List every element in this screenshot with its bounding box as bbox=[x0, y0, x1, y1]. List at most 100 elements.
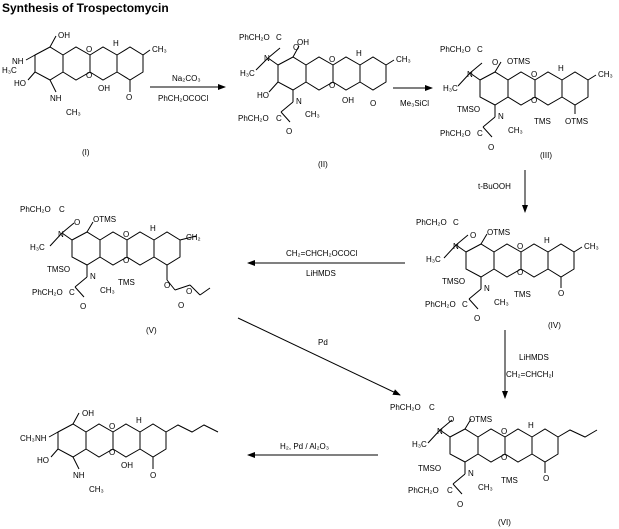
II-cbz-top: PhCH₂O bbox=[239, 33, 270, 42]
label-compound-I: (I) bbox=[82, 148, 90, 157]
II-oh-top: OH bbox=[297, 38, 309, 47]
II-h: H bbox=[356, 49, 362, 58]
reagent-step2: Me₃SiCl bbox=[400, 99, 429, 108]
VI-c-top: C bbox=[429, 403, 435, 412]
IV-ch3-bot: CH₃ bbox=[494, 298, 509, 307]
VI-tmso: TMSO bbox=[418, 464, 441, 473]
V-ch3-bot: CH₃ bbox=[100, 286, 115, 295]
I-h: H bbox=[113, 39, 119, 48]
I-o1: O bbox=[86, 45, 92, 54]
IV-o2: O bbox=[517, 268, 523, 277]
III-o1: O bbox=[531, 70, 537, 79]
arrow-step5 bbox=[237, 317, 401, 396]
reagent-step4-bottom: LiHMDS bbox=[306, 269, 336, 278]
III-c-bot: C bbox=[477, 129, 483, 138]
reagent-step6-top: LiHMDS bbox=[519, 353, 549, 362]
III-otms-bot: OTMS bbox=[565, 117, 588, 126]
IV-cbz-bot: PhCH₂O bbox=[425, 300, 456, 309]
V-cbz-top: PhCH₂O bbox=[20, 205, 51, 214]
IV-o-keto: O bbox=[558, 289, 564, 298]
II-o-bot: O bbox=[286, 127, 292, 136]
VI-o1: O bbox=[501, 427, 507, 436]
scheme-title: Synthesis of Trospectomycin bbox=[2, 1, 169, 15]
P-ch3-left: CH₃ bbox=[20, 434, 35, 443]
label-compound-VI: (VI) bbox=[498, 518, 511, 527]
III-cbz-bot: PhCH₂O bbox=[440, 129, 471, 138]
P-nh: NH bbox=[35, 434, 47, 443]
compound-VI: PhCH₂O C O OTMS N H₃C TMSO N CH₃ PhCH₂O … bbox=[390, 403, 598, 527]
IV-c-top: C bbox=[453, 218, 459, 227]
V-o-top: O bbox=[74, 218, 80, 227]
VI-o-keto: O bbox=[543, 474, 549, 483]
II-ho: HO bbox=[257, 91, 269, 100]
compound-V: PhCH₂O C O OTMS N H₃C TMSO N CH₃ PhCH₂O … bbox=[20, 205, 211, 335]
IV-h3c: H₃C bbox=[426, 255, 441, 264]
label-compound-V: (V) bbox=[146, 326, 157, 335]
III-ch3-r: CH₃ bbox=[598, 70, 613, 79]
IV-h: H bbox=[544, 236, 550, 245]
P-o1: O bbox=[109, 422, 115, 431]
III-h: H bbox=[558, 64, 564, 73]
III-o-top: O bbox=[492, 58, 498, 67]
III-n-top: N bbox=[467, 70, 473, 79]
I-oh-bot: OH bbox=[98, 84, 110, 93]
II-c-bot: C bbox=[276, 114, 282, 123]
label-compound-II: (II) bbox=[318, 160, 328, 169]
P-oh-bot: OH bbox=[121, 461, 133, 470]
VI-c-bot: C bbox=[447, 486, 453, 495]
I-ho: HO bbox=[14, 79, 26, 88]
I-ch3-b: CH₃ bbox=[66, 108, 81, 117]
V-tmso: TMSO bbox=[47, 265, 70, 274]
V-o2: O bbox=[123, 256, 129, 265]
IV-ch3-r: CH₃ bbox=[584, 242, 599, 251]
label-compound-III: (III) bbox=[540, 151, 552, 160]
VI-o2: O bbox=[501, 453, 507, 462]
compound-III: PhCH₂O C O OTMS N H₃C TMSO N CH₃ PhCH₂O … bbox=[440, 45, 613, 160]
compound-I: OH NH H₃C HO NH CH₃ O O H OH CH₃ O (I) bbox=[2, 31, 167, 157]
I-o2: O bbox=[86, 71, 92, 80]
IV-n-top: N bbox=[453, 242, 459, 251]
III-c-top: C bbox=[477, 45, 483, 54]
III-cbz-top: PhCH₂O bbox=[440, 45, 471, 54]
V-h3c: H₃C bbox=[30, 243, 45, 252]
V-n-top: N bbox=[58, 230, 64, 239]
reagent-step6-bottom: CH₂=CHCH₂I bbox=[506, 370, 554, 379]
I-nh2: NH bbox=[50, 94, 62, 103]
II-n-top: N bbox=[264, 54, 270, 63]
reagent-step5: Pd bbox=[318, 338, 328, 347]
II-o2: O bbox=[329, 81, 335, 90]
I-h3c: H₃C bbox=[2, 66, 17, 75]
VI-ch3-bot: CH₃ bbox=[478, 483, 493, 492]
V-c-top: C bbox=[59, 205, 65, 214]
reagent-step1-top: Na₂CO₃ bbox=[172, 74, 201, 83]
II-c-top: C bbox=[276, 33, 282, 42]
II-o-top: O bbox=[293, 43, 299, 52]
P-o-keto: O bbox=[150, 471, 156, 480]
II-oh-bot: OH bbox=[342, 96, 354, 105]
reagent-step3: t-BuOOH bbox=[478, 182, 511, 191]
P-o2: O bbox=[109, 448, 115, 457]
VI-o-bot: O bbox=[457, 500, 463, 509]
reagent-step4-top: CH₂=CHCH₂OCOCl bbox=[286, 249, 358, 258]
IV-c-bot: C bbox=[462, 300, 468, 309]
V-n-bot: N bbox=[90, 272, 96, 281]
V-o1: O bbox=[123, 230, 129, 239]
I-o-keto: O bbox=[126, 93, 132, 102]
VI-cbz-top: PhCH₂O bbox=[390, 403, 421, 412]
II-h3c: H₃C bbox=[240, 69, 255, 78]
II-o-keto: O bbox=[370, 99, 376, 108]
III-tms: TMS bbox=[534, 117, 551, 126]
VI-o-top: O bbox=[448, 415, 454, 424]
V-cbz-bot: PhCH₂O bbox=[32, 288, 63, 297]
V-otms-top: OTMS bbox=[93, 215, 116, 224]
label-compound-IV: (IV) bbox=[548, 321, 561, 330]
V-o-ester2: O bbox=[186, 287, 192, 296]
reagent-step7: H₂, Pd / Al₂O₃ bbox=[280, 442, 329, 451]
IV-o-top: O bbox=[470, 231, 476, 240]
VI-otms-top: OTMS bbox=[469, 415, 492, 424]
IV-n-bot: N bbox=[484, 284, 490, 293]
II-cbz-bot: PhCH₂O bbox=[238, 114, 269, 123]
VI-h3c: H₃C bbox=[412, 440, 427, 449]
II-n-bot: N bbox=[296, 97, 302, 106]
